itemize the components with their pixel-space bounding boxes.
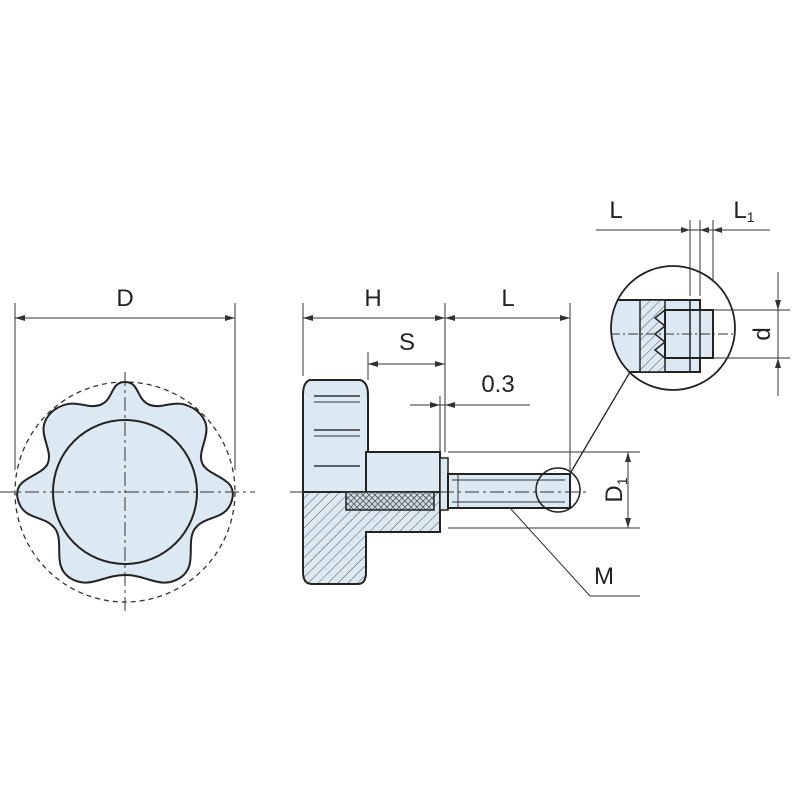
side-view <box>290 371 631 585</box>
hub <box>365 451 441 493</box>
detail-marker-circle <box>535 467 581 513</box>
front-view <box>0 372 255 612</box>
threaded-insert <box>345 491 435 511</box>
dimension-detail-L: L L1 <box>596 197 770 296</box>
label-M: M <box>594 563 614 590</box>
detail-leader <box>570 371 631 473</box>
dimension-D1: D1 <box>448 451 640 529</box>
label-H: H <box>364 285 381 312</box>
shoulder <box>439 457 449 511</box>
label-S: S <box>399 329 415 356</box>
dimension-H-L: H L <box>302 285 571 474</box>
label-detail-d: d <box>749 327 776 340</box>
detail-circle <box>610 265 736 391</box>
label-D: D <box>116 285 133 312</box>
label-gap: 0.3 <box>481 371 514 398</box>
dimension-S: S <box>367 329 445 380</box>
detail-view <box>610 265 736 391</box>
dimension-M: M <box>509 507 640 597</box>
bolt-shank <box>447 473 571 509</box>
label-D1: D1 <box>601 477 630 502</box>
label-detail-L1: L1 <box>733 197 754 225</box>
dimension-detail-d: d <box>713 272 790 396</box>
dimension-gap: 0.3 <box>410 371 530 452</box>
label-detail-L: L <box>609 197 622 224</box>
label-L: L <box>501 285 514 312</box>
dimension-D: D <box>14 285 236 470</box>
